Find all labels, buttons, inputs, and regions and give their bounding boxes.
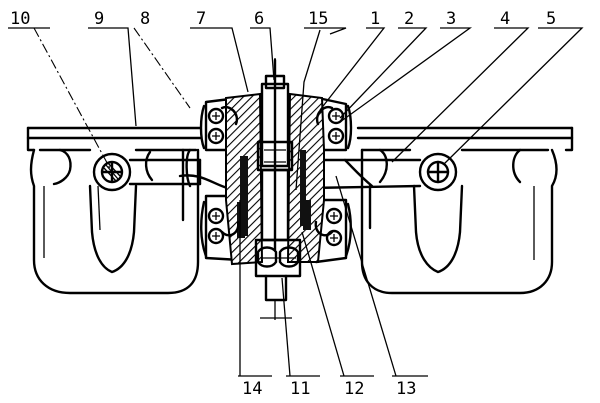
screws <box>207 107 345 247</box>
screw-top-right-a <box>327 107 345 125</box>
screw-top-right-b <box>327 127 345 145</box>
right-housing <box>356 126 574 295</box>
label-2: 2 <box>404 9 414 29</box>
part-labels: 10 9 8 7 6 15 1 2 3 4 5 14 11 12 13 <box>10 9 556 399</box>
screw-bottom-left-b <box>207 227 225 245</box>
screw-top-left-b <box>207 127 225 145</box>
leader-lines <box>8 27 584 377</box>
label-13: 13 <box>396 379 416 399</box>
label-11: 11 <box>290 379 310 399</box>
screw-bottom-right-a <box>325 207 343 225</box>
label-12: 12 <box>344 379 364 399</box>
screw-bottom-right-b <box>325 229 343 247</box>
screw-bottom-left-a <box>207 207 225 225</box>
label-4: 4 <box>500 9 510 29</box>
label-8: 8 <box>140 9 150 29</box>
label-15: 15 <box>308 9 328 29</box>
label-1: 1 <box>370 9 380 29</box>
left-housing <box>26 126 202 295</box>
label-6: 6 <box>254 9 264 29</box>
right-pin-assembly <box>418 152 458 192</box>
label-14: 14 <box>242 379 262 399</box>
label-3: 3 <box>446 9 456 29</box>
label-7: 7 <box>196 9 206 29</box>
label-5: 5 <box>546 9 556 29</box>
screw-top-left-a <box>207 107 225 125</box>
central-coupling <box>199 58 353 320</box>
label-9: 9 <box>94 9 104 29</box>
label-10: 10 <box>10 9 30 29</box>
